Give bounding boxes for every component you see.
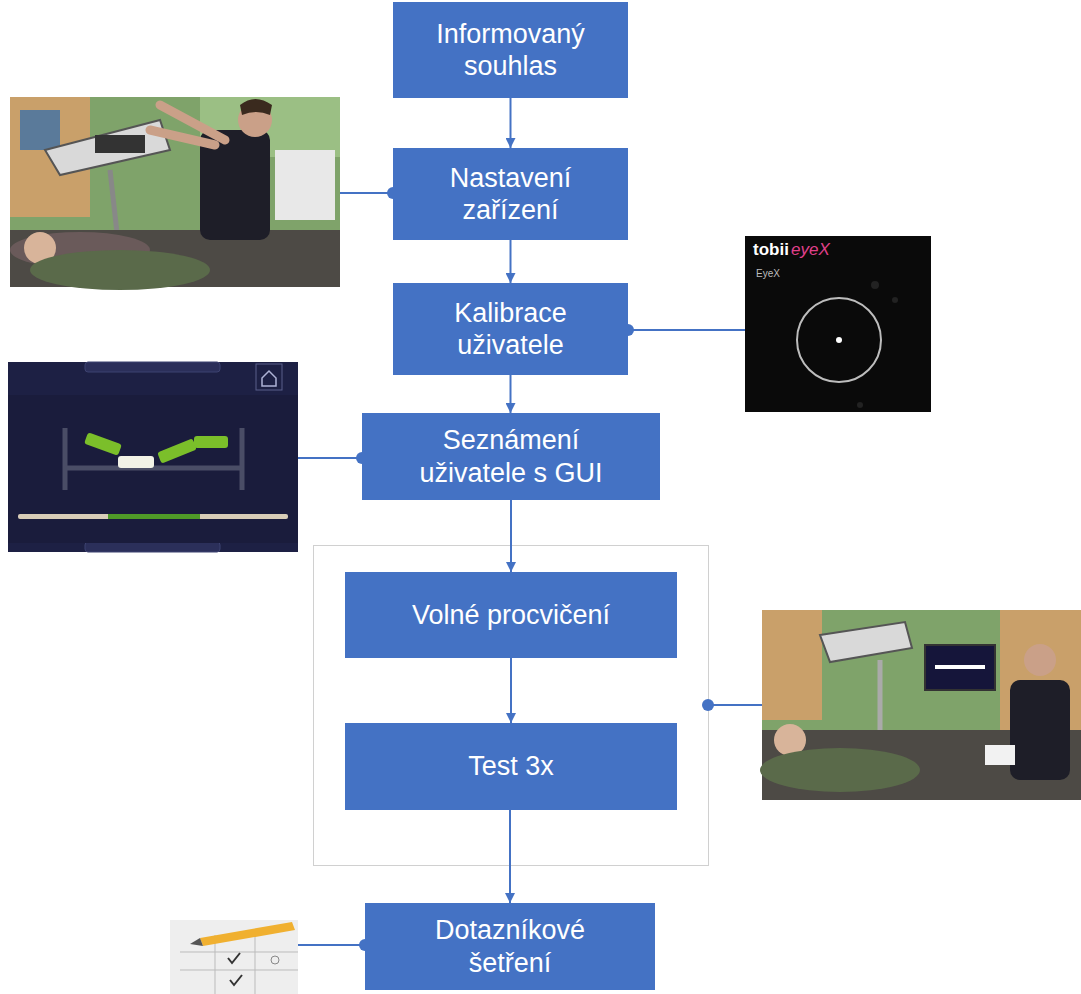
- process-box: Volné procvičení: [345, 572, 677, 658]
- screen-label: eyeX: [791, 240, 830, 260]
- leader-line: [708, 704, 762, 706]
- flow-arrow: [510, 500, 512, 572]
- setup-photo: [10, 97, 340, 290]
- process-box: Dotazníkové šetření: [365, 903, 655, 990]
- process-box: Seznámení uživatele s GUI: [362, 413, 660, 500]
- box-label: Kalibrace uživatele: [411, 297, 611, 362]
- leader-dot: [702, 699, 714, 711]
- process-box: Test 3x: [345, 723, 677, 810]
- process-box: Kalibrace uživatele: [393, 283, 628, 375]
- box-label: Dotazníkové šetření: [395, 914, 625, 979]
- flow-arrow: [510, 375, 512, 413]
- calibration-screenshot: [745, 236, 931, 412]
- flow-arrow: [510, 658, 512, 723]
- gui-screenshot: [8, 362, 298, 552]
- box-label: Seznámení uživatele s GUI: [396, 424, 626, 489]
- leader-line: [298, 457, 362, 459]
- questionnaire-picture: [170, 920, 298, 994]
- box-label: Informovaný souhlas: [411, 18, 611, 83]
- flow-arrow: [509, 810, 511, 903]
- box-label: Nastavení zařízení: [411, 162, 611, 227]
- test-photo: [760, 610, 1081, 800]
- process-box: Informovaný souhlas: [393, 2, 628, 98]
- leader-line: [298, 944, 365, 946]
- process-box: Nastavení zařízení: [393, 148, 628, 240]
- leader-line: [340, 192, 393, 194]
- screen-label: EyeX: [756, 268, 780, 279]
- flow-arrow: [510, 98, 512, 148]
- leader-line: [628, 329, 745, 331]
- flow-arrow: [510, 240, 512, 283]
- box-label: Test 3x: [468, 750, 554, 782]
- screen-label: tobii: [753, 240, 789, 260]
- box-label: Volné procvičení: [412, 599, 610, 631]
